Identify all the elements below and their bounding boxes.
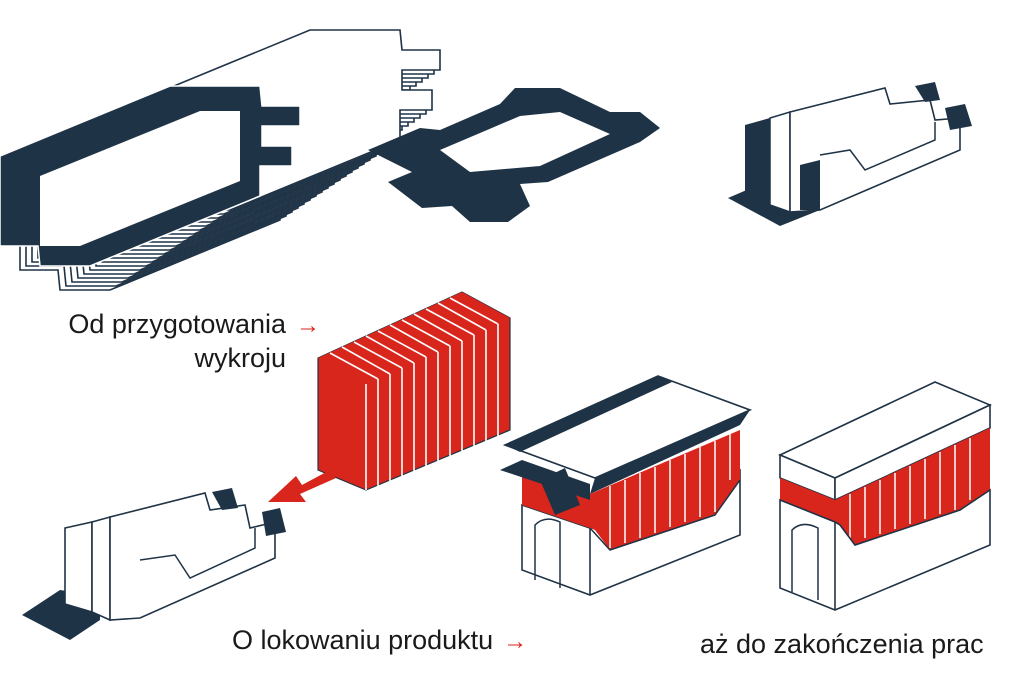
right-arrow-icon: → xyxy=(503,628,528,655)
caption-preparation-line1: Od przygotowania xyxy=(68,309,286,339)
caption-placement: O lokowaniu produktu → xyxy=(232,624,527,658)
caption-preparation: Od przygotowania → wykroju xyxy=(30,308,320,374)
caption-completion: aż do zakończenia prac xyxy=(700,628,984,660)
caption-preparation-line2: wykroju xyxy=(194,343,286,373)
product-block-illustration xyxy=(317,291,511,491)
filled-box-open-lid-illustration xyxy=(500,375,753,596)
tray-folded-illustration xyxy=(22,488,286,640)
flat-blank-illustration xyxy=(368,88,660,222)
right-arrow-icon: → xyxy=(296,312,320,339)
down-left-arrow-icon xyxy=(268,470,336,502)
caption-placement-text: O lokowaniu produktu xyxy=(232,625,494,655)
closed-box-illustration xyxy=(778,381,992,611)
caption-completion-text: aż do zakończenia prac xyxy=(700,629,984,659)
folding-tray-illustration xyxy=(728,82,972,226)
blank-stack-illustration xyxy=(0,29,441,291)
